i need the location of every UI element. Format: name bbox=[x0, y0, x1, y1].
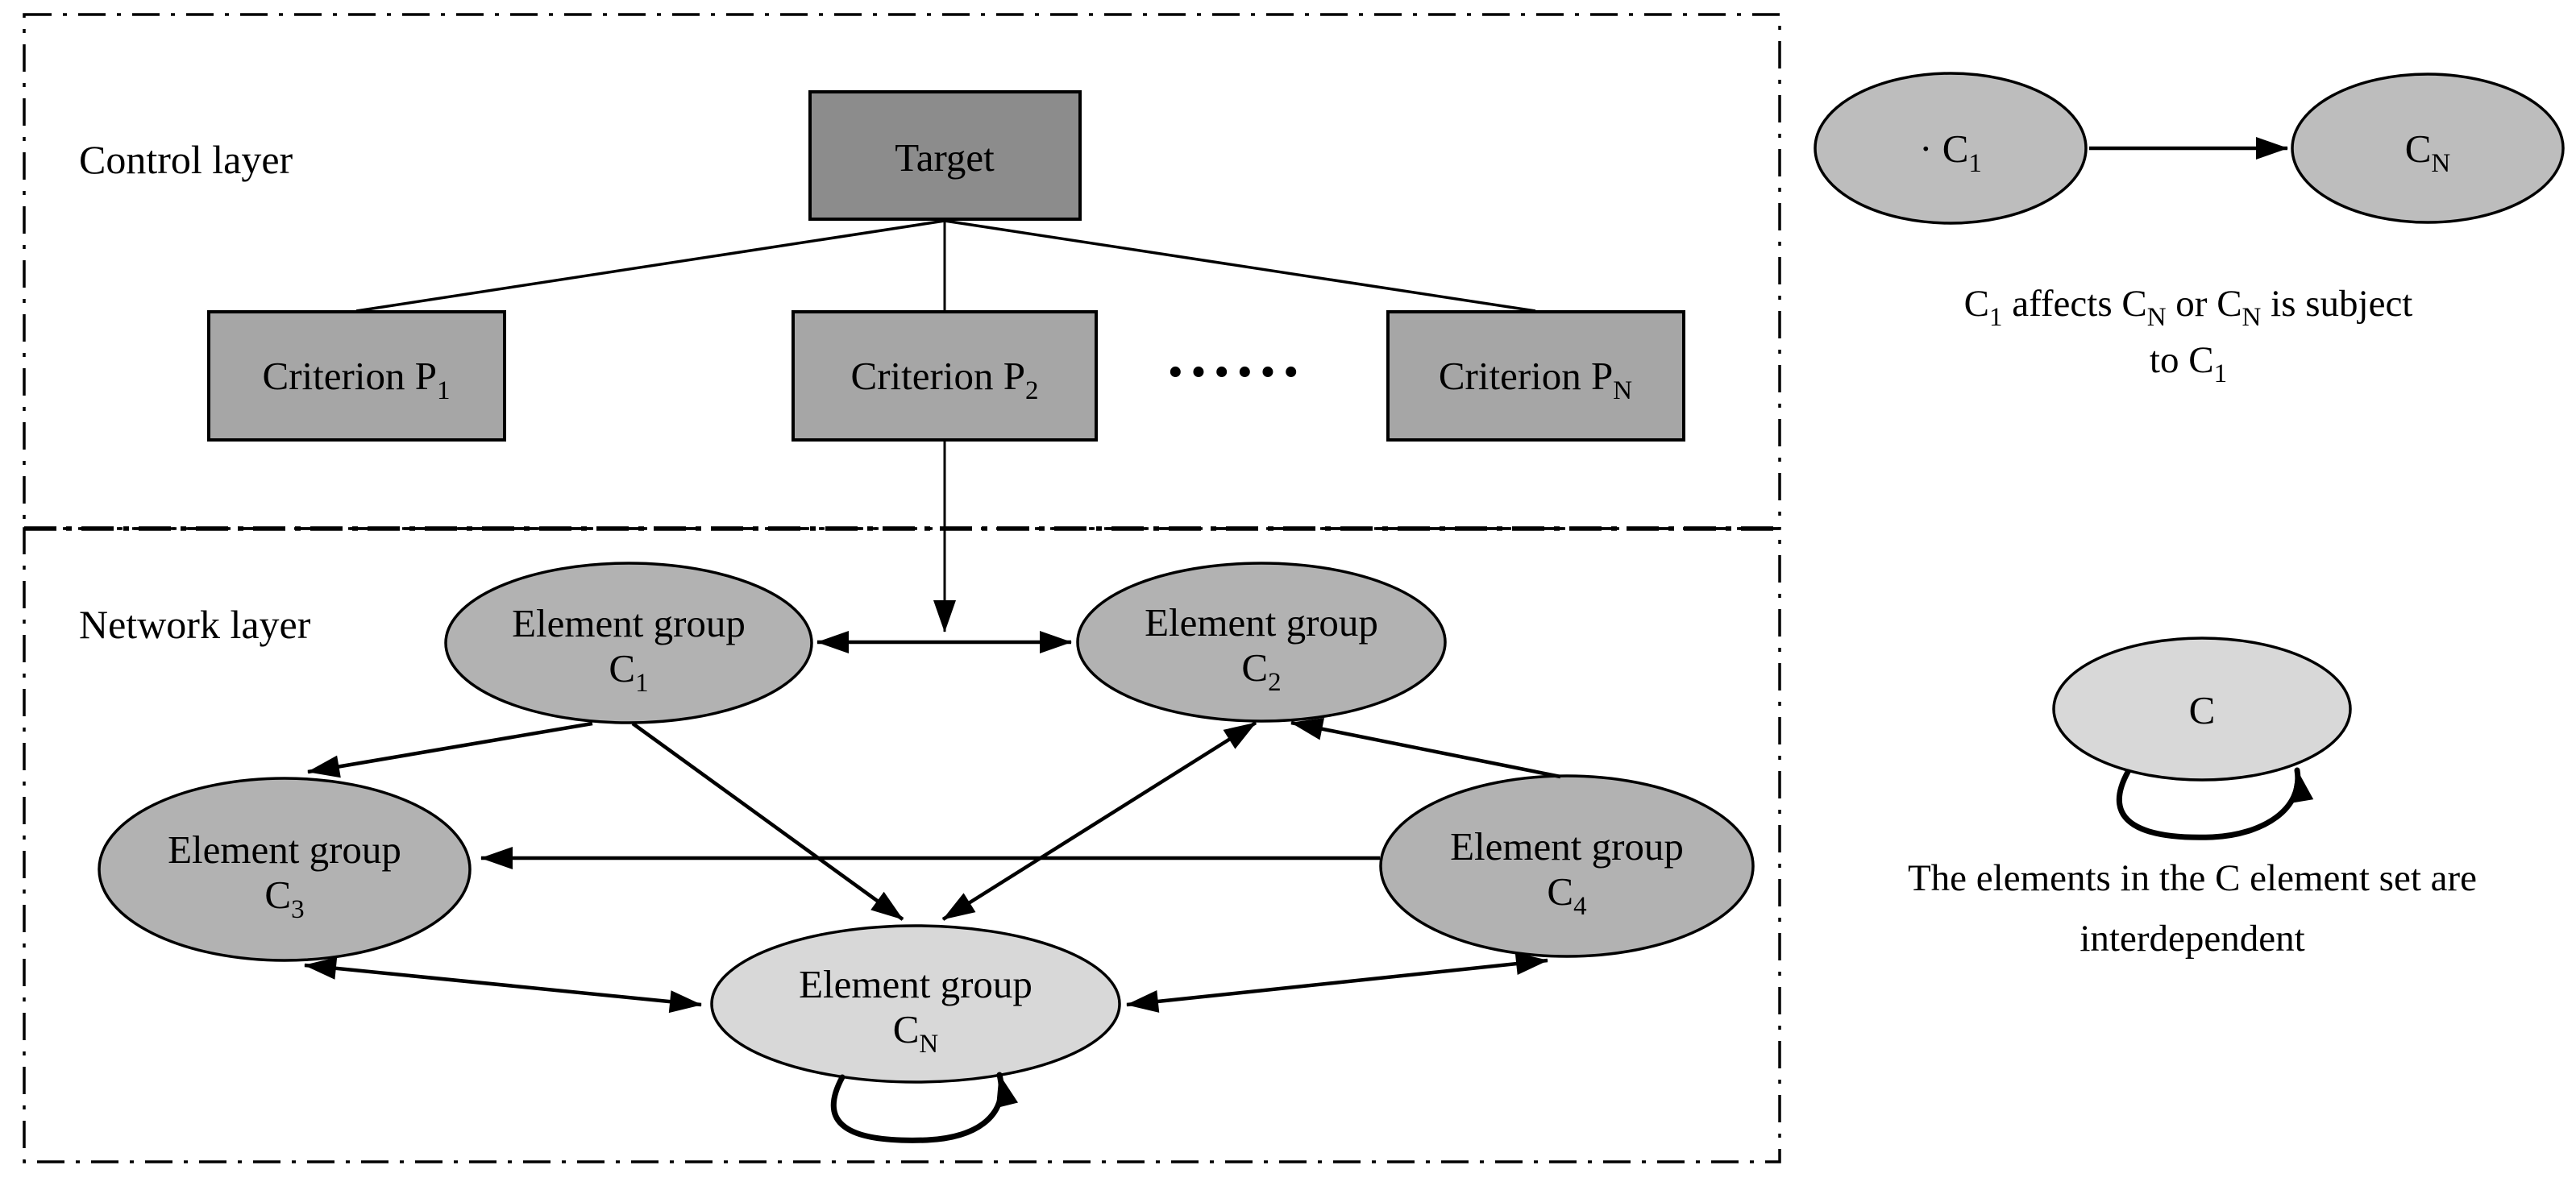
criterion1-label: Criterion P1 bbox=[263, 354, 451, 405]
element-group-cn-line2: CN bbox=[893, 1007, 939, 1059]
element-group-c4-line2: C4 bbox=[1547, 869, 1586, 921]
element-group-c1-line1: Element group bbox=[512, 601, 746, 645]
target-to-criterionN-line bbox=[944, 219, 1536, 313]
criterionN-label: Criterion PN bbox=[1439, 354, 1632, 405]
element-group-cn-line1: Element group bbox=[799, 962, 1032, 1006]
legend-affects-caption-line1: C1 affects CN or CN is subject bbox=[1964, 283, 2413, 332]
criterion2-label: Criterion P2 bbox=[851, 354, 1039, 405]
cn-self-loop-arrow bbox=[830, 1072, 1019, 1143]
criterionN-box bbox=[1386, 310, 1685, 442]
element-group-cn-ellipse bbox=[710, 924, 1121, 1084]
c4-to-c2-arrow bbox=[1290, 717, 1561, 779]
legend-c-ellipse bbox=[2052, 637, 2352, 782]
c1-to-cn-arrow bbox=[631, 722, 904, 921]
target-label: Target bbox=[895, 135, 995, 180]
c2-cn-double-arrow bbox=[941, 721, 1257, 921]
criteria-ellipsis-dots: ······ bbox=[1165, 337, 1303, 408]
criterion1-box bbox=[207, 310, 506, 442]
target-box bbox=[808, 90, 1082, 221]
legend-c1-ellipse bbox=[1814, 72, 2088, 225]
element-group-c2-line1: Element group bbox=[1145, 600, 1378, 645]
legend-interdependent-caption-line1: The elements in the C element set are bbox=[1908, 857, 2477, 899]
legend-interdependent-caption-line2: interdependent bbox=[2079, 918, 2304, 960]
cn-c4-double-arrow bbox=[1126, 952, 1548, 1013]
control-layer-label: Control layer bbox=[79, 137, 293, 182]
element-group-c1-ellipse bbox=[444, 562, 813, 724]
element-group-c3-ellipse bbox=[98, 777, 472, 962]
element-group-c3-line1: Element group bbox=[168, 827, 401, 872]
network-layer-label: Network layer bbox=[79, 602, 311, 647]
c1-to-c3-arrow bbox=[307, 721, 593, 778]
legend-c-label: C bbox=[2189, 688, 2216, 732]
element-group-c4-line1: Element group bbox=[1450, 824, 1684, 869]
criterion2-box bbox=[791, 310, 1098, 442]
legend-c-self-loop-arrow bbox=[2116, 767, 2314, 840]
legend-cn-ellipse bbox=[2291, 73, 2565, 224]
legend-cn-label: CN bbox=[2405, 126, 2451, 178]
c3-cn-double-arrow bbox=[304, 956, 702, 1014]
element-group-c4-ellipse bbox=[1379, 774, 1755, 958]
legend-affects-caption-line2: to C1 bbox=[2150, 339, 2227, 388]
element-group-c2-ellipse bbox=[1076, 562, 1447, 723]
target-to-criterion1-line bbox=[355, 219, 945, 313]
element-group-c3-line2: C3 bbox=[264, 873, 304, 924]
element-group-c2-line2: C2 bbox=[1241, 645, 1281, 697]
legend-c1-label: · C1 bbox=[1919, 126, 1982, 178]
element-group-c1-line2: C1 bbox=[609, 646, 648, 698]
